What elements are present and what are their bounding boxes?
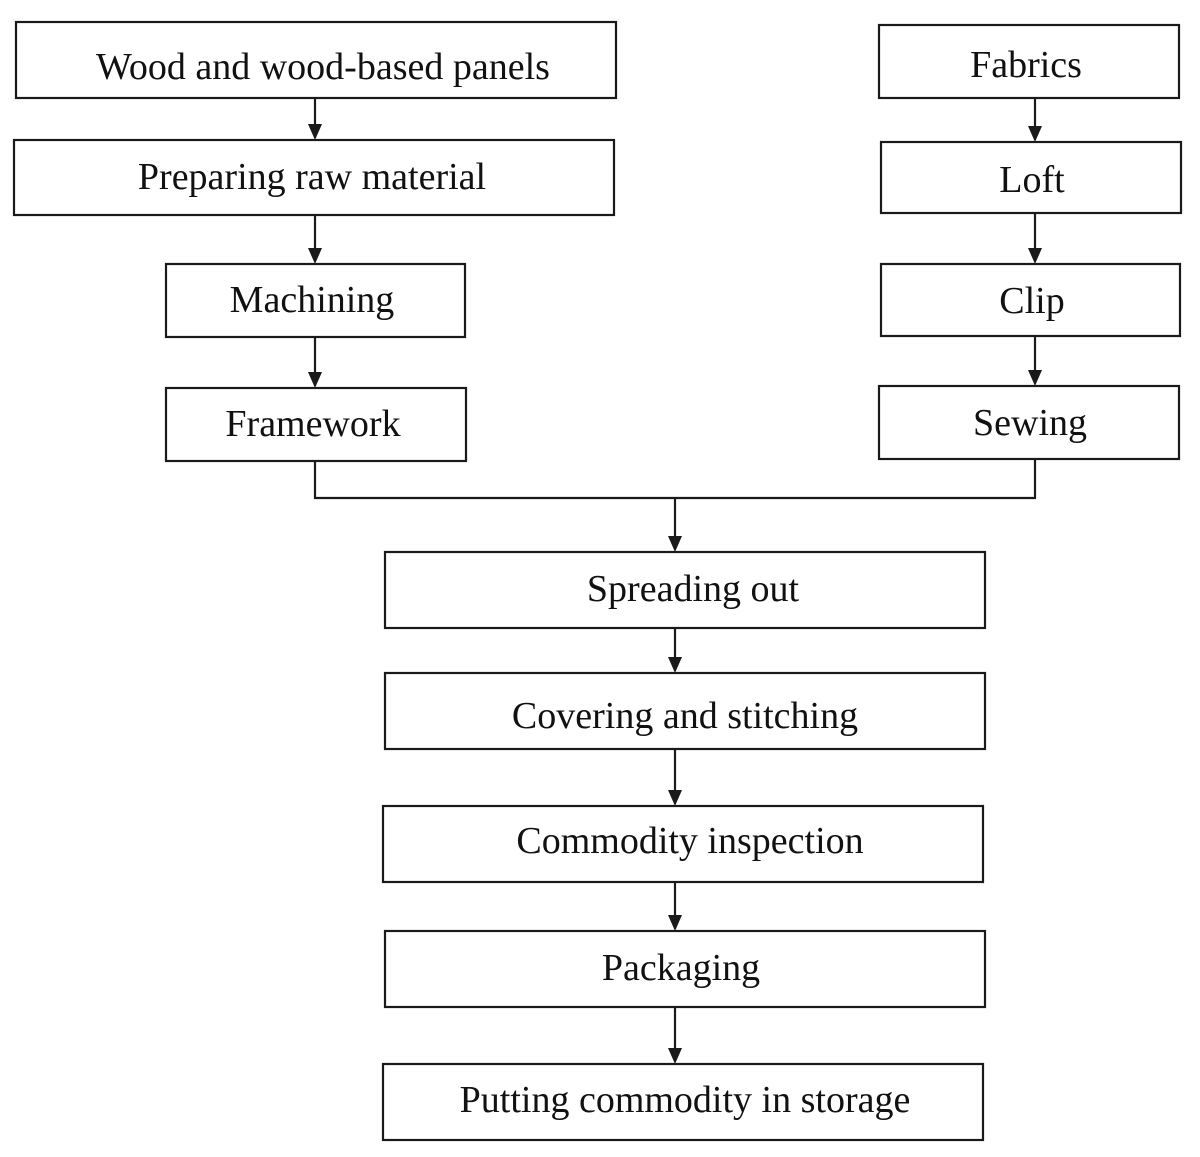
node-clip: Clip [879,262,1182,338]
arrowhead-machining-framework [308,372,322,388]
arrowhead-inspection-packaging [668,915,682,931]
node-wood: Wood and wood-based panels [14,20,618,100]
node-storage-label: Putting commodity in storage [460,1079,911,1121]
arrowhead-covering-inspection [668,790,682,806]
node-prep: Preparing raw material [12,138,616,217]
arrowhead-prep-machining [308,248,322,264]
arrowhead-merge-spreading [668,536,682,552]
arrowhead-clip-sewing [1028,370,1042,386]
node-sewing-label: Sewing [973,402,1087,444]
node-prep-label: Preparing raw material [138,156,486,198]
node-spreading-label: Spreading out [587,568,800,610]
node-framework: Framework [164,386,468,463]
connectors [308,98,1042,1064]
arrowhead-spreading-covering [668,657,682,673]
node-clip-label: Clip [999,280,1064,322]
node-machining-label: Machining [230,279,395,321]
arrowhead-loft-clip [1028,248,1042,264]
node-inspection: Commodity inspection [381,804,985,884]
node-inspection-label: Commodity inspection [516,820,863,862]
node-packaging: Packaging [383,929,987,1009]
node-machining: Machining [164,262,467,339]
node-fabrics-label: Fabrics [970,44,1082,86]
node-loft: Loft [879,140,1183,215]
node-storage: Putting commodity in storage [381,1062,985,1142]
node-framework-label: Framework [225,403,400,445]
node-wood-label: Wood and wood-based panels [96,46,550,88]
node-fabrics: Fabrics [877,23,1181,100]
node-sewing: Sewing [877,384,1181,461]
node-covering: Covering and stitching [383,671,987,751]
node-covering-label: Covering and stitching [512,695,858,737]
edge-merge-branches [313,459,1037,500]
arrowhead-fabrics-loft [1028,126,1042,142]
arrowhead-packaging-storage [668,1048,682,1064]
arrowhead-wood-prep [308,124,322,140]
node-packaging-label: Packaging [602,947,760,989]
node-spreading: Spreading out [383,550,987,630]
node-loft-label: Loft [999,159,1065,201]
